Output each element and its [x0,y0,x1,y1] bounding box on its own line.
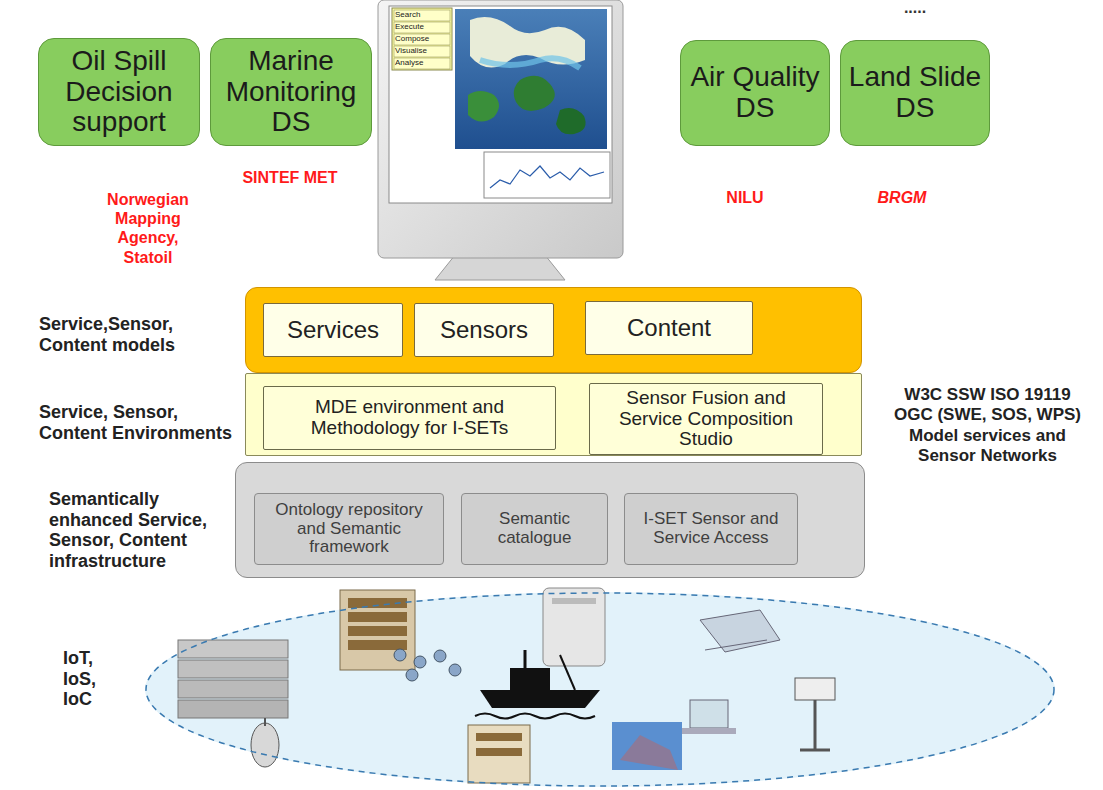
application-box: Land Slide DS [840,40,990,146]
application-box: Oil Spill Decision support [38,38,200,146]
buoy [251,718,279,767]
menu-item: Compose [395,34,449,44]
application-box: Air Quality DS [680,40,830,146]
handheld-device [682,700,736,734]
monitor [378,0,623,280]
environment-layer-band: Service, Sensor, Content EnvironmentsMDE… [245,373,862,456]
menu-item: Search [395,10,449,20]
menu-item: Analyse [395,58,449,68]
infrastructure-box: I-SET Sensor and Service Access [624,493,798,565]
sensor-nodes [394,649,461,681]
layer-heading: IoT, IoS, IoC [63,648,115,710]
box-label: Oil Spill Decision support [45,46,193,138]
environment-box: MDE environment and Methodology for I-SE… [263,386,556,450]
cloud-outline [145,592,1055,787]
ground-station [468,725,530,783]
infrastructure-box: Semantic catalogue [461,493,608,565]
weather-station [795,678,835,750]
box-label: I-SET Sensor and Service Access [631,510,791,547]
tower-server [543,588,605,666]
box-label: Services [287,317,379,343]
standards-note: W3C SSW ISO 19119 OGC (SWE, SOS, WPS) Mo… [890,385,1085,467]
ellipsis: ..... [885,0,945,17]
box-label: Land Slide DS [847,62,983,124]
box-label: Sensor Fusion and Service Composition St… [596,388,816,451]
instrument-bag [700,610,780,652]
menu-item: Visualise [395,46,449,56]
cloud-outline-path [146,593,1054,786]
partner-name: NILU [705,188,785,207]
model-box: Services [263,303,403,357]
box-label: MDE environment and Methodology for I-SE… [270,397,549,439]
model-box: Content [585,301,753,355]
network-cloud: IoT, IoS, IoC [145,592,1055,787]
box-label: Content [627,315,711,341]
infrastructure-layer-band: Semantically enhanced Service, Sensor, C… [235,462,865,578]
application-box: Marine Monitoring DS [210,38,372,146]
infrastructure-box: Ontology repository and Semantic framewo… [254,493,444,565]
server-stack [178,640,288,718]
box-label: Semantic catalogue [468,510,601,547]
partner-name: BRGM [862,188,942,207]
layer-heading: Semantically enhanced Service, Sensor, C… [49,489,217,572]
layer-heading: Service,Sensor, Content models [39,314,224,355]
model-layer-band: Service,Sensor, Content modelsServicesSe… [245,287,862,373]
satellite-image [612,722,682,770]
box-label: Ontology repository and Semantic framewo… [261,501,437,557]
rack-server [340,590,415,670]
partner-name: Norwegian Mapping Agency, Statoil [92,190,204,267]
menu-item: Execute [395,22,449,32]
box-label: Sensors [440,317,528,343]
environment-box: Sensor Fusion and Service Composition St… [589,383,823,456]
devices [178,588,835,783]
layer-heading: Service, Sensor, Content Environments [39,402,244,443]
partner-name: SINTEF MET [240,168,340,187]
ship [475,650,600,719]
model-box: Sensors [414,303,554,357]
box-label: Air Quality DS [687,62,823,124]
box-label: Marine Monitoring DS [217,46,365,138]
